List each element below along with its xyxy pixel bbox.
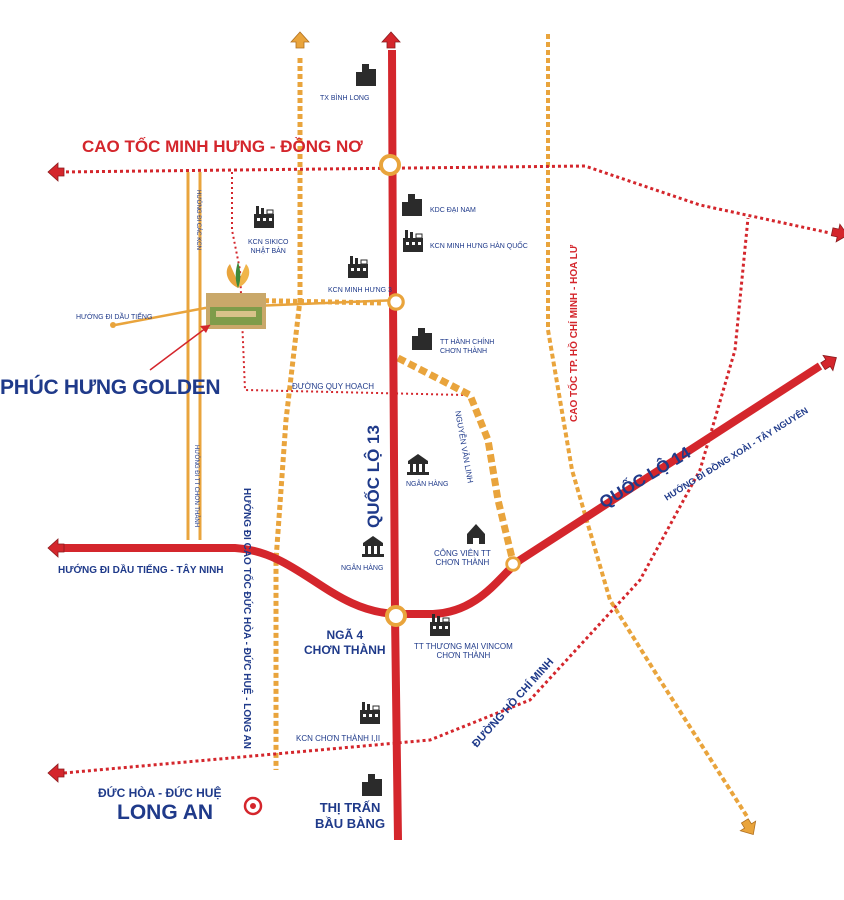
place-label-kdc-dai-nam: KDC ĐẠI NAM <box>430 207 476 214</box>
nga4-line2: CHƠN THÀNH <box>304 643 386 657</box>
road-label-huong-di-dau-tieng: HƯỚNG ĐI DẦU TIẾNG <box>76 314 153 321</box>
tt-hanh-chinh-line1: TT HÀNH CHÍNH <box>440 339 495 346</box>
place-label-cong-vien: CÔNG VIÊN TT CHƠN THÀNH <box>434 549 491 567</box>
place-label-vincom: TT THƯƠNG MẠI VINCOM CHƠN THÀNH <box>414 642 513 660</box>
road-label-cao-toc-minh-hung: CAO TỐC MINH HƯNG - ĐỒNG NƠ <box>82 137 363 156</box>
tt-hanh-chinh-line2: CHƠN THÀNH <box>440 348 488 355</box>
thi-tran-line1: THỊ TRẤN <box>319 800 381 815</box>
place-label-kcn-sikico: KCN SIKICO NHẬT BẢN <box>248 238 288 256</box>
place-label-kcn-chon-thanh: KCN CHƠN THÀNH I,II <box>296 734 381 743</box>
city-icon <box>356 64 376 86</box>
bank-icon <box>362 536 384 557</box>
target-icon <box>243 796 263 816</box>
road-label-cao-toc-hcm-hoa-lu: CAO TỐC TP. HỒ CHÍ MINH - HOA LƯ <box>569 244 580 422</box>
road-label-huong-di-cac-kcn: HƯỚNG ĐI CÁC KCN <box>195 190 201 250</box>
road-label-huong-di-cao-toc-duc-hoa: HƯỚNG ĐI CAO TỐC ĐỨC HÒA - ĐỨC HUỆ - LON… <box>241 488 252 750</box>
project-image <box>206 293 266 329</box>
place-label-ngan-hang-2: NGÂN HÀNG <box>341 565 384 572</box>
factory-icon <box>359 701 381 725</box>
place-label-tx-binh-long: TX BÌNH LONG <box>320 95 370 102</box>
vincom-line2: CHƠN THÀNH <box>436 651 491 660</box>
kcn-sikico-line2: NHẬT BẢN <box>250 248 286 255</box>
cong-vien-line2: CHƠN THÀNH <box>435 558 490 567</box>
place-label-kcn-minh-hung-han-quoc: KCN MINH HƯNG HÀN QUỐC <box>430 243 528 250</box>
place-label-thi-tran-bau-bang: THỊ TRẤN BẦU BÀNG <box>315 800 385 832</box>
government-icon <box>412 328 432 350</box>
mall-icon <box>429 613 451 637</box>
place-label-nga-4-chon-thanh: NGÃ 4 CHƠN THÀNH <box>304 628 386 658</box>
factory-icon <box>402 229 424 253</box>
park-icon <box>467 524 485 544</box>
place-label-tt-hanh-chinh: TT HÀNH CHÍNH CHƠN THÀNH <box>440 338 494 356</box>
city-icon <box>402 194 422 216</box>
road-label-quoc-lo-13: QUỐC LỘ 13 <box>364 425 383 528</box>
place-label-kcn-minh-hung-3: KCN MINH HƯNG 3 <box>328 287 392 294</box>
cong-vien-line1: CÔNG VIÊN TT <box>434 549 491 558</box>
thi-tran-line2: BẦU BÀNG <box>315 816 386 831</box>
nga4-line1: NGÃ 4 <box>326 628 364 642</box>
factory-icon <box>347 255 369 279</box>
vincom-line1: TT THƯƠNG MẠI VINCOM <box>414 642 513 651</box>
factory-icon <box>253 205 275 229</box>
place-label-long-an: LONG AN <box>117 801 214 824</box>
road-label-huong-di-dau-tieng-tay-ninh: HƯỚNG ĐI DẦU TIẾNG - TÂY NINH <box>58 565 224 576</box>
project-name: PHÚC HƯNG GOLDEN <box>0 376 221 399</box>
bank-icon <box>407 454 429 475</box>
project-logo-icon <box>226 262 250 288</box>
place-label-ngan-hang-1: NGÂN HÀNG <box>406 481 449 488</box>
place-label-duc-hoa: ĐỨC HÒA - ĐỨC HUỆ <box>98 786 222 800</box>
road-label-duong-quy-hoach: ĐƯỜNG QUY HOẠCH <box>292 382 374 391</box>
city-icon <box>362 774 382 796</box>
kcn-sikico-line1: KCN SIKICO <box>248 239 289 246</box>
road-label-huong-di-tt-chon-thanh: HƯỚNG ĐI TT CHƠN THÀNH <box>193 445 199 528</box>
